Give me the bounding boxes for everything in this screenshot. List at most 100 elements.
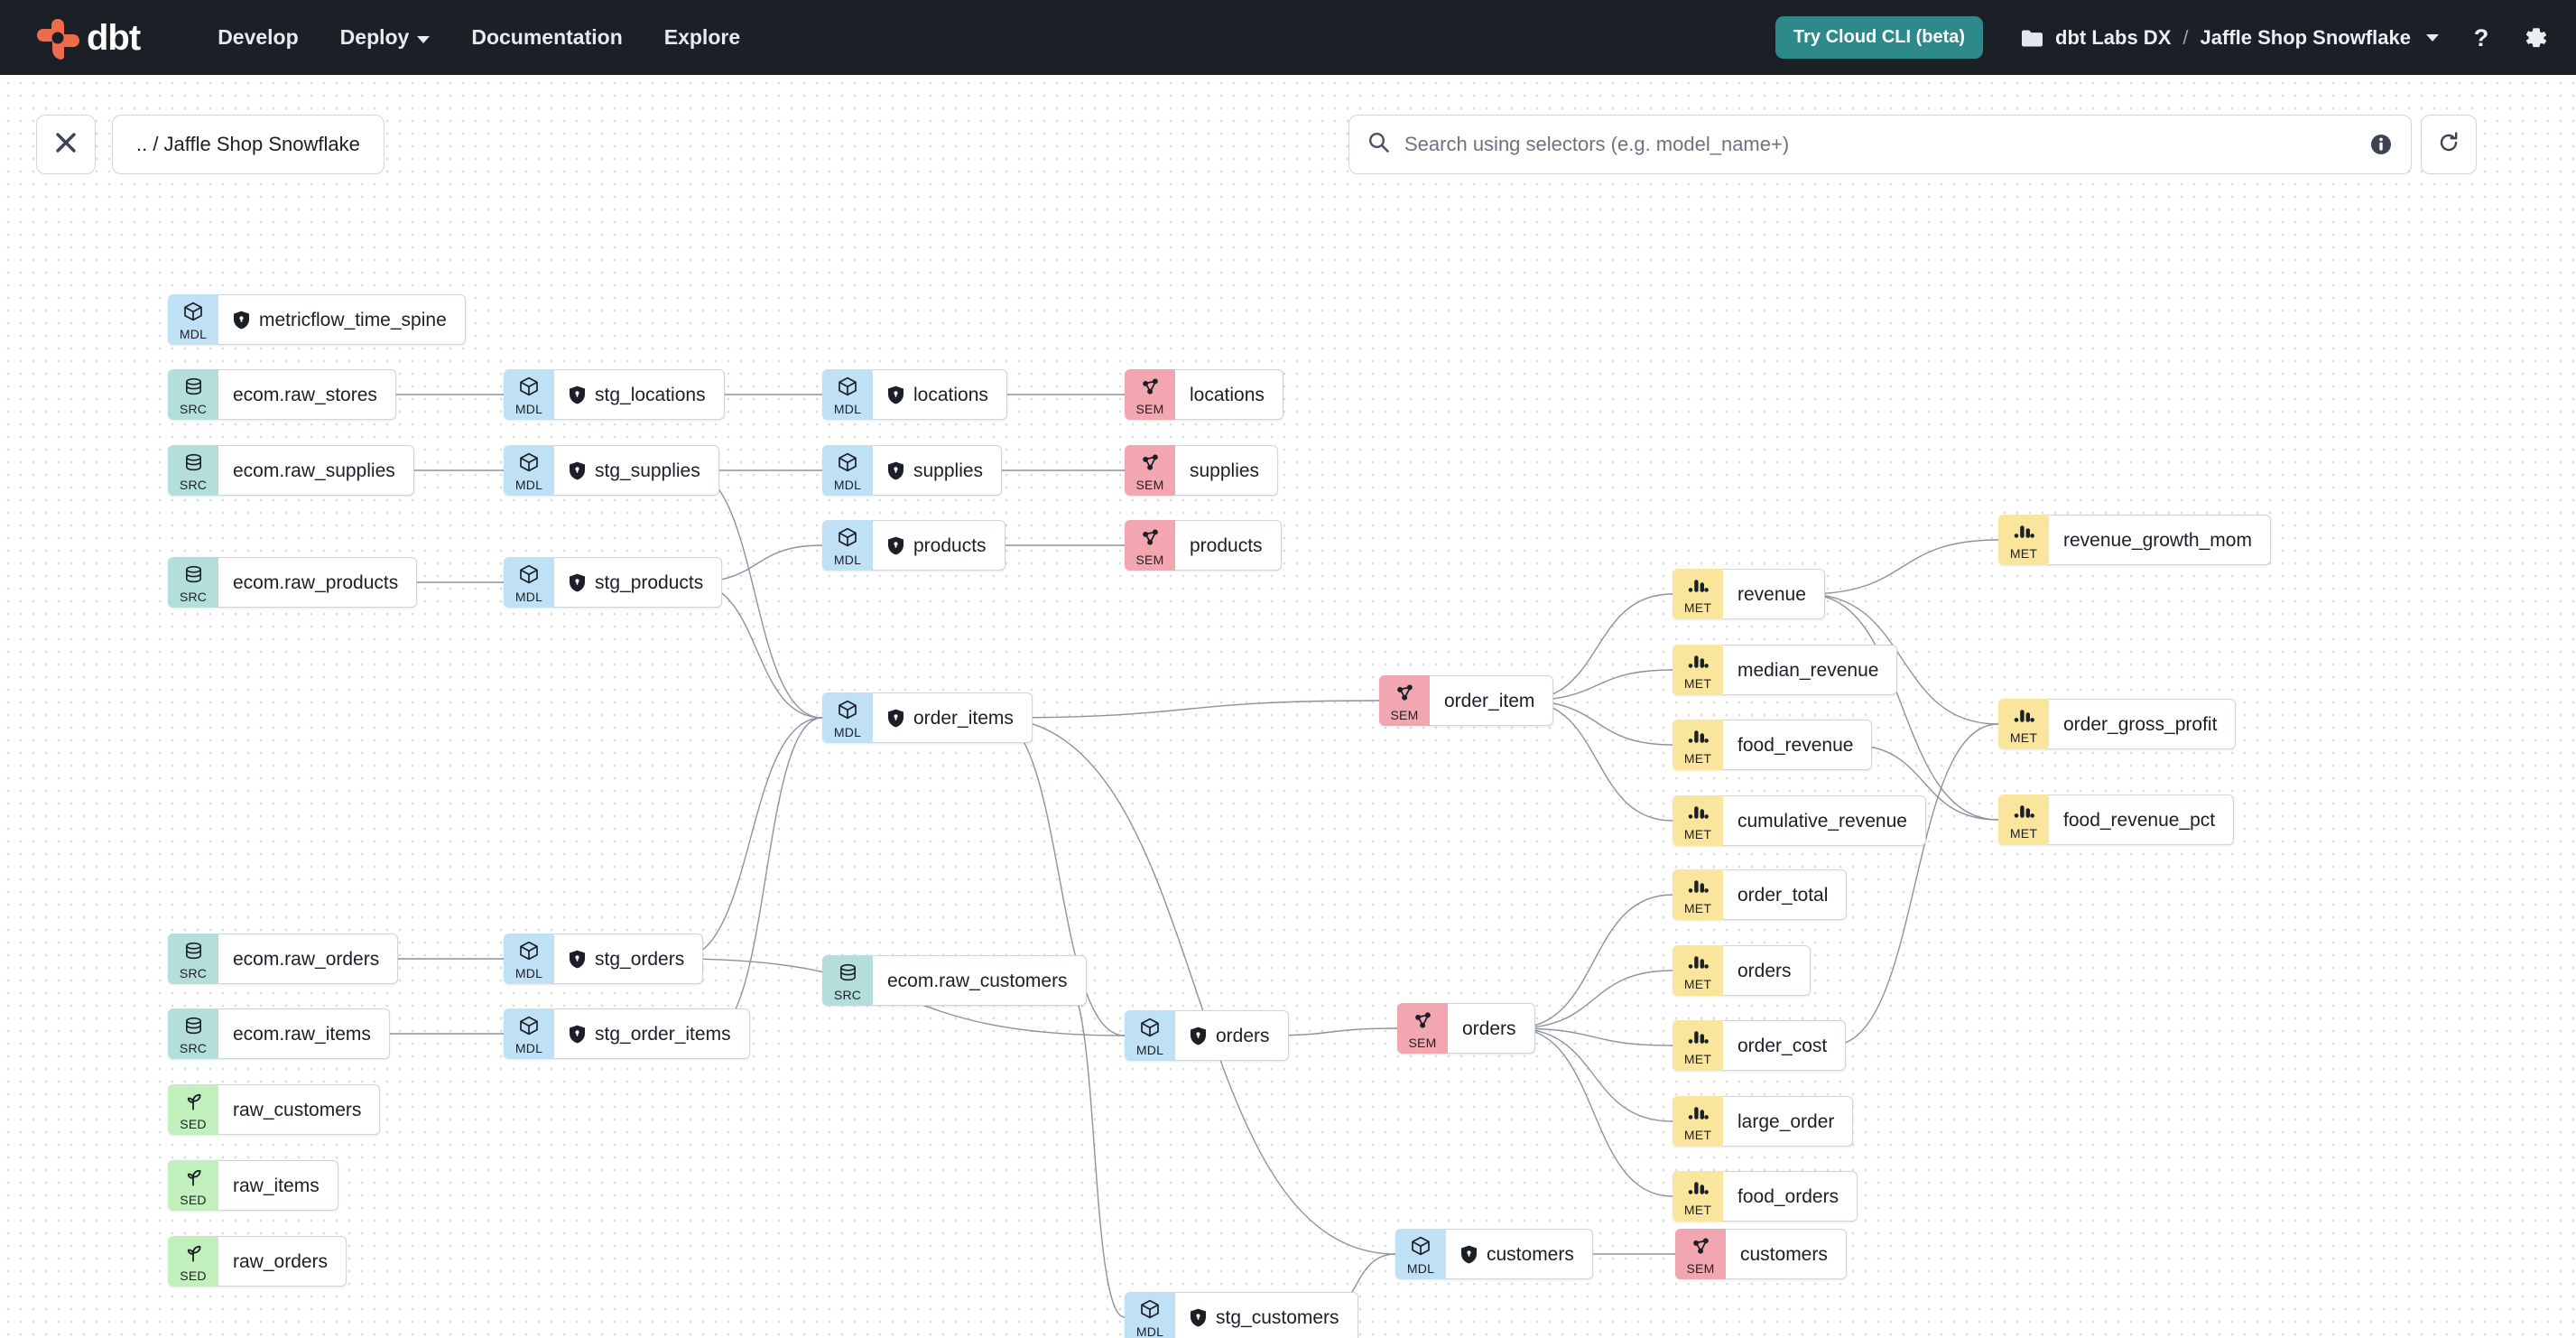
graph-node-stg_locations[interactable]: MDL stg_locations bbox=[504, 369, 725, 420]
graph-node-metricflow_time_spine[interactable]: MDL metricflow_time_spine bbox=[168, 294, 466, 345]
info-circle-icon[interactable] bbox=[2369, 133, 2393, 156]
node-body: products bbox=[1175, 520, 1282, 571]
graph-node-orders_mdl[interactable]: MDL orders bbox=[1125, 1010, 1289, 1061]
nav-explore[interactable]: Explore bbox=[664, 25, 740, 50]
shield-icon bbox=[1190, 1308, 1207, 1327]
nav-documentation-label: Documentation bbox=[471, 25, 623, 49]
node-body: median_revenue bbox=[1723, 645, 1898, 695]
dbt-logo-icon bbox=[34, 15, 81, 60]
node-type-badge-met: MET bbox=[1673, 645, 1723, 695]
graph-node-met_median_revenue[interactable]: MET median_revenue bbox=[1673, 645, 1898, 695]
search-input[interactable] bbox=[1403, 132, 2370, 157]
seedling-icon bbox=[183, 1167, 204, 1193]
node-label: revenue_growth_mom bbox=[2063, 529, 2252, 551]
shield-icon bbox=[887, 709, 904, 728]
node-type-label: MDL bbox=[833, 478, 862, 492]
node-label: products bbox=[1190, 534, 1263, 556]
graph-node-stg_customers[interactable]: MDL stg_customers bbox=[1125, 1292, 1358, 1338]
bar-chart-icon bbox=[1687, 727, 1709, 751]
node-label: order_item bbox=[1444, 690, 1535, 711]
nav-explore-label: Explore bbox=[663, 25, 741, 49]
breadcrumb-account[interactable]: dbt Labs DX bbox=[2055, 25, 2172, 49]
node-label: raw_orders bbox=[233, 1250, 329, 1272]
node-type-label: SEM bbox=[1135, 477, 1164, 492]
node-label: orders bbox=[1737, 960, 1792, 981]
cube-icon bbox=[1410, 1235, 1432, 1261]
node-type-badge-sem: SEM bbox=[1379, 675, 1430, 726]
breadcrumb-separator: / bbox=[2182, 25, 2189, 49]
node-body: order_gross_profit bbox=[2049, 699, 2237, 749]
breadcrumb: dbt Labs DX / Jaffle Shop Snowflake bbox=[2021, 26, 2439, 50]
node-label: food_revenue bbox=[1737, 734, 1854, 756]
graph-node-customers_mdl[interactable]: MDL customers bbox=[1395, 1229, 1593, 1279]
chevron-down-icon[interactable] bbox=[2426, 33, 2439, 42]
breadcrumb-project[interactable]: Jaffle Shop Snowflake bbox=[2200, 25, 2412, 49]
graph-node-met_revenue_growth_mom[interactable]: MET revenue_growth_mom bbox=[1998, 515, 2271, 565]
node-body: locations bbox=[1175, 369, 1283, 420]
nav-deploy[interactable]: Deploy bbox=[340, 25, 431, 50]
try-cloud-cli-button[interactable]: Try Cloud CLI (beta) bbox=[1775, 16, 1984, 59]
graph-node-stg_products[interactable]: MDL stg_products bbox=[504, 557, 723, 608]
graph-node-stg_order_items[interactable]: MDL stg_order_items bbox=[504, 1008, 750, 1059]
node-label: metricflow_time_spine bbox=[259, 309, 447, 330]
search-box[interactable] bbox=[1348, 115, 2413, 174]
graph-node-stg_supplies[interactable]: MDL stg_supplies bbox=[504, 445, 719, 496]
close-button[interactable] bbox=[36, 115, 96, 174]
node-type-badge-met: MET bbox=[1998, 515, 2049, 565]
graph-breadcrumb-label: .. / Jaffle Shop Snowflake bbox=[136, 133, 360, 155]
graph-node-products[interactable]: MDL products bbox=[822, 520, 1005, 571]
nav-documentation[interactable]: Documentation bbox=[471, 25, 622, 50]
node-body: ecom.raw_orders bbox=[218, 934, 399, 984]
semantic-model-icon bbox=[1395, 683, 1415, 708]
node-type-label: SRC bbox=[179, 589, 208, 604]
node-type-label: MET bbox=[1683, 676, 1712, 691]
graph-node-order_items[interactable]: MDL order_items bbox=[822, 692, 1033, 743]
refresh-button[interactable] bbox=[2421, 115, 2477, 174]
lineage-graph-canvas[interactable]: .. / Jaffle Shop Snowflake bbox=[0, 75, 2576, 1338]
graph-breadcrumb-chip[interactable]: .. / Jaffle Shop Snowflake bbox=[112, 115, 385, 174]
graph-node-locations[interactable]: MDL locations bbox=[822, 369, 1007, 420]
node-type-label: SED bbox=[180, 1192, 207, 1207]
database-icon bbox=[183, 1016, 204, 1041]
graph-node-supplies[interactable]: MDL supplies bbox=[822, 445, 1003, 496]
node-type-badge-mdl: MDL bbox=[504, 1008, 554, 1059]
database-icon bbox=[183, 941, 204, 966]
node-type-label: MDL bbox=[514, 478, 543, 492]
shield-icon bbox=[233, 311, 250, 330]
graph-node-stg_orders[interactable]: MDL stg_orders bbox=[504, 934, 704, 984]
dbt-logo[interactable]: dbt bbox=[34, 15, 141, 60]
help-icon[interactable]: ? bbox=[2469, 24, 2493, 51]
nav-develop[interactable]: Develop bbox=[218, 25, 298, 50]
node-type-label: SRC bbox=[179, 965, 208, 980]
node-body: ecom.raw_supplies bbox=[218, 445, 414, 496]
gear-icon[interactable] bbox=[2524, 25, 2549, 51]
graph-node-ecom_raw_orders[interactable]: SRC ecom.raw_orders bbox=[168, 934, 399, 984]
graph-node-sem_order_item[interactable]: SEM order_item bbox=[1379, 675, 1554, 726]
shield-icon bbox=[569, 461, 586, 480]
node-type-badge-src: SRC bbox=[822, 955, 873, 1006]
